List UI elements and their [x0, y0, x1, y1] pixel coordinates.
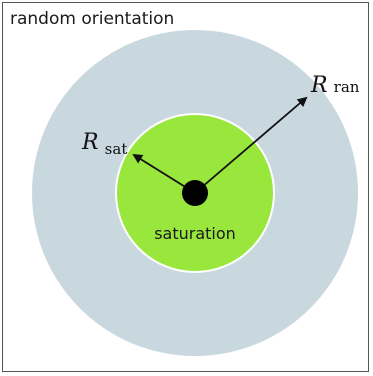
inner-radius-symbol: R: [81, 130, 99, 155]
panel-title: random orientation: [10, 9, 174, 29]
saturation-label: saturation: [154, 224, 236, 243]
outer-radius-arrow: [194, 96, 308, 194]
outer-radius-symbol: R: [310, 73, 328, 98]
inner-radius-label: R sat: [81, 130, 127, 158]
core-dot: [182, 180, 208, 206]
outer-radius-subscript: ran: [334, 78, 360, 96]
outer-radius-label: R ran: [310, 73, 360, 98]
inner-radius-subscript: sat: [105, 140, 128, 158]
